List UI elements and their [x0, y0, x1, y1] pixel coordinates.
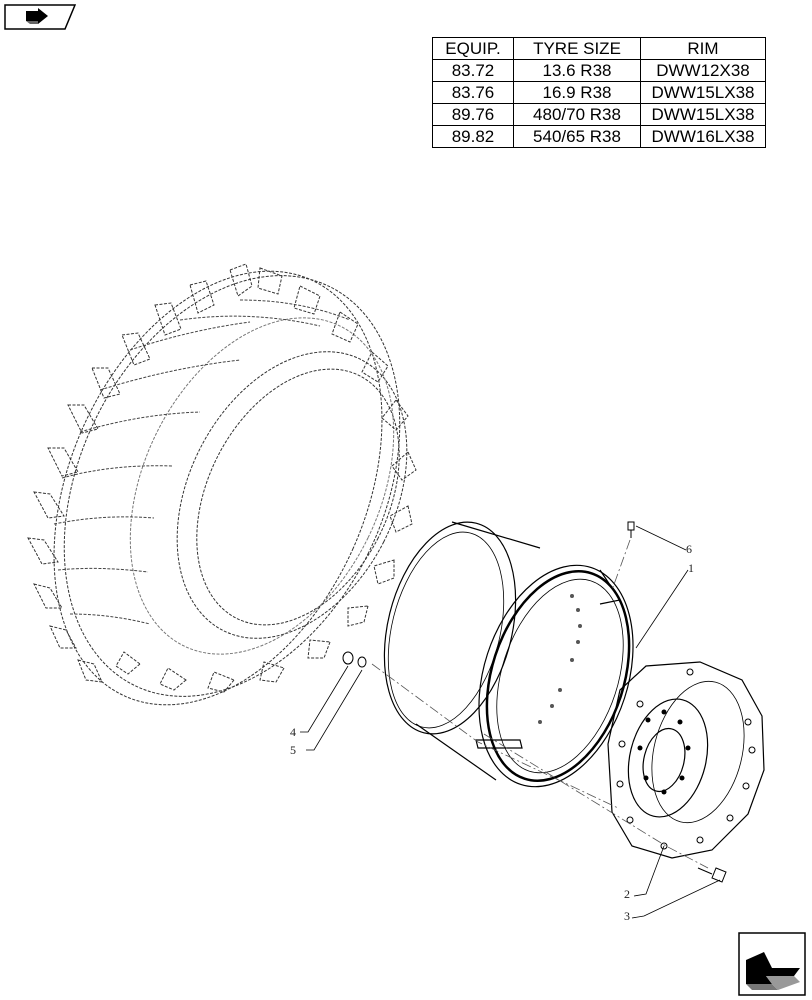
tyre-tread-bars — [53, 299, 351, 625]
cell-equip: 83.76 — [432, 81, 514, 104]
bolt — [697, 867, 727, 883]
table-header-row: EQUIP. TYRE SIZE RIM — [432, 37, 766, 60]
cell-rim: DWW15LX38 — [640, 81, 766, 104]
rim — [383, 521, 634, 788]
cell-equip: 89.82 — [432, 125, 514, 148]
tyre — [53, 270, 408, 706]
callout-6: 6 — [686, 542, 692, 556]
cell-rim: DWW15LX38 — [640, 103, 766, 126]
nut-washer — [342, 651, 367, 668]
callout-3: 3 — [624, 909, 630, 923]
callout-1: 1 — [688, 561, 694, 575]
cell-rim: DWW16LX38 — [640, 125, 766, 148]
table-row: 83.72 13.6 R38 DWW12X38 — [432, 59, 766, 82]
tyre-tread — [27, 263, 417, 693]
valve — [627, 521, 635, 538]
cell-equip: 83.72 — [432, 59, 514, 82]
callout-4: 4 — [290, 725, 296, 739]
callout-2: 2 — [624, 887, 630, 901]
table-row: 89.82 540/65 R38 DWW16LX38 — [432, 125, 766, 148]
cell-tyre-size: 540/65 R38 — [513, 125, 641, 148]
callout-5: 5 — [290, 743, 296, 757]
table-row: 83.76 16.9 R38 DWW15LX38 — [432, 81, 766, 104]
tyre-rim-table: EQUIP. TYRE SIZE RIM 83.72 13.6 R38 DWW1… — [432, 37, 766, 148]
previous-page-arrow-icon[interactable] — [4, 4, 76, 30]
header-equip: EQUIP. — [432, 37, 514, 60]
leader-lines — [300, 525, 721, 919]
assembly-axis-lines — [371, 539, 709, 869]
disc-holes — [616, 668, 756, 850]
cell-tyre-size: 13.6 R38 — [513, 59, 641, 82]
wheel-disc — [607, 661, 765, 859]
rim-holes — [538, 594, 582, 724]
cell-equip: 89.76 — [432, 103, 514, 126]
next-page-arrow-icon[interactable] — [738, 932, 806, 996]
table-row: 89.76 480/70 R38 DWW15LX38 — [432, 103, 766, 126]
